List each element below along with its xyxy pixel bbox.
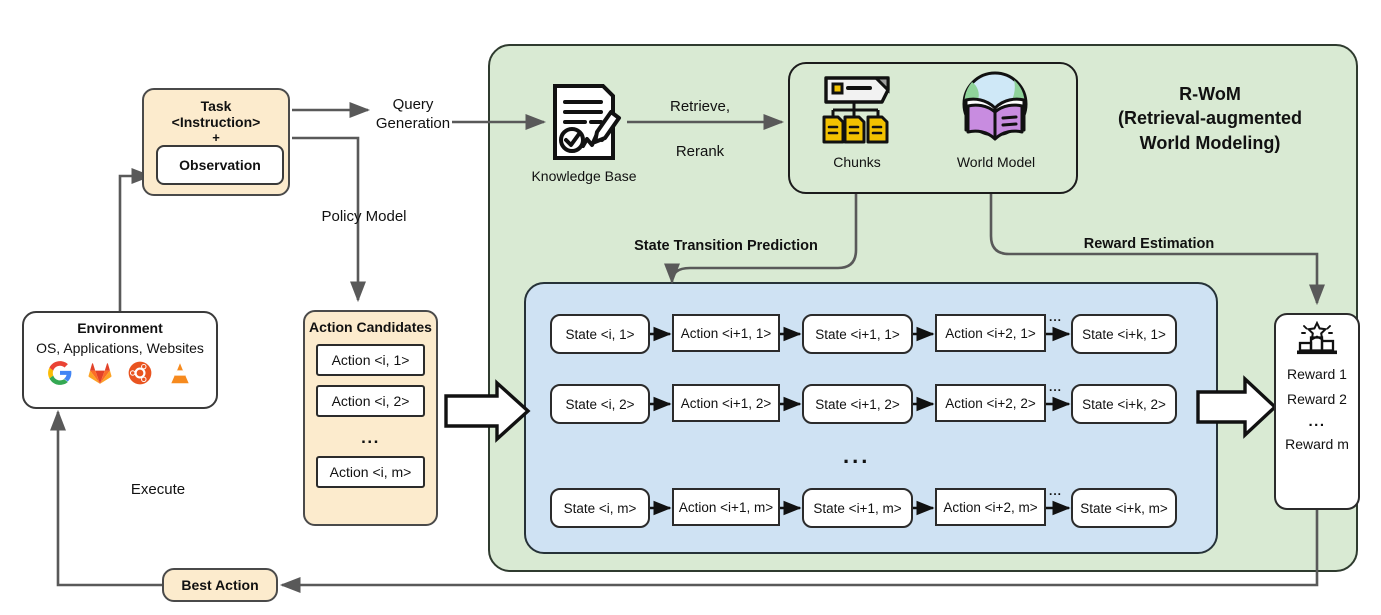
grid-cell[interactable]: State <i, m> [550,488,650,528]
reward-item: Reward 2 [1287,391,1347,407]
action-candidates-ellipsis: ... [361,428,380,448]
chunks-tree-icon [820,72,896,146]
grid-cell[interactable]: State <i+k, 2> [1071,384,1177,424]
reward-item: Reward m [1285,436,1349,452]
grid-arrow-ellipsis: ... [1049,310,1063,324]
grid-cell[interactable]: Action <i+2, m> [935,488,1046,526]
grid-arrow-ellipsis: ... [1049,380,1063,394]
gitlab-icon [88,363,112,384]
grid-cell[interactable]: Action <i+2, 1> [935,314,1046,352]
rewards-box[interactable]: Reward 1 Reward 2 ... Reward m [1274,313,1360,510]
grid-cell[interactable]: State <i, 2> [550,384,650,424]
chunks-caption: Chunks [833,154,881,170]
podium-star-icon [1297,321,1337,355]
environment-box[interactable]: Environment OS, Applications, Websites [22,311,218,409]
edge-label-query-generation: Query Generation [375,96,451,132]
grid-cell[interactable]: State <i, 1> [550,314,650,354]
observation-box[interactable]: Observation [156,145,284,185]
knowledge-base-caption: Knowledge Base [531,168,637,184]
grid-cell[interactable]: State <i+1, 1> [802,314,913,354]
vlc-icon [171,363,189,384]
world-model-caption: World Model [956,154,1036,170]
environment-title: Environment [77,320,163,336]
task-plus: + [212,130,220,146]
grid-cell[interactable]: Action <i+1, 2> [672,384,780,422]
grid-cell[interactable]: State <i+k, m> [1071,488,1177,528]
grid-cell[interactable]: Action <i+1, m> [672,488,780,526]
action-candidates-title: Action Candidates [309,319,432,335]
edge-label-policy-model: Policy Model [321,208,407,225]
grid-cell[interactable]: State <i+1, 2> [802,384,913,424]
task-instruction: <Instruction> [171,114,261,131]
rewards-ellipsis: ... [1308,413,1326,430]
grid-cell[interactable]: Action <i+2, 2> [935,384,1046,422]
grid-cell[interactable]: State <i+1, m> [802,488,913,528]
task-box[interactable]: Task <Instruction> + Observation [142,88,290,196]
grid-rows-ellipsis: ... [843,443,871,468]
edge-label-reward-estimation: Reward Estimation [1083,236,1215,252]
ubuntu-icon [128,361,152,385]
edge-label-execute: Execute [130,481,186,498]
action-candidates-box[interactable]: Action Candidates Action <i, 1> Action <… [303,310,438,526]
globe-book-icon [956,68,1034,146]
environment-subtitle: OS, Applications, Websites [36,340,204,356]
google-icon [48,361,72,385]
action-candidate-item[interactable]: Action <i, m> [316,456,425,489]
edge-label-retrieve-rerank: Retrieve, Rerank [669,98,731,160]
knowledge-base-icon [545,82,623,162]
environment-icon-row [47,360,193,386]
edge-label-state-transition-prediction: State Transition Prediction [634,238,818,254]
grid-arrow-ellipsis: ... [1049,484,1063,498]
action-candidate-item[interactable]: Action <i, 2> [316,385,425,418]
best-action-box[interactable]: Best Action [162,568,278,602]
framework-title: R-WoM (Retrieval-augmented World Modelin… [1117,84,1303,153]
action-candidate-item[interactable]: Action <i, 1> [316,344,425,377]
reward-item: Reward 1 [1287,366,1347,382]
grid-cell[interactable]: State <i+k, 1> [1071,314,1177,354]
task-title: Task [200,98,232,114]
grid-cell[interactable]: Action <i+1, 1> [672,314,780,352]
